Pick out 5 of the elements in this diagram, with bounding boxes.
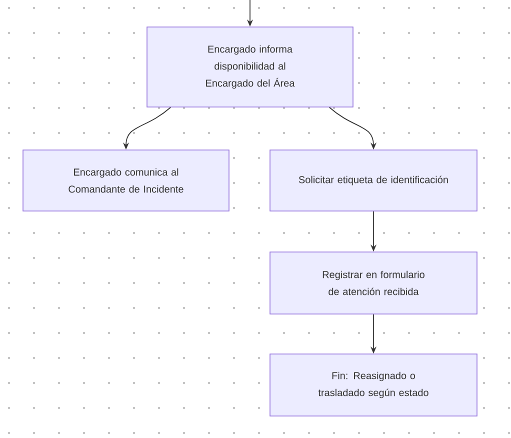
process-box: Encargado informa disponibilidad al Encargado del Área: [146, 26, 354, 108]
process-box: Registrar en formulario de atención recibida: [270, 252, 478, 314]
process-box: Fin: Reasignado o trasladado según estado: [270, 354, 478, 416]
process-box: Encargado comunica al Comandante de Incidente: [22, 150, 230, 212]
process-box: Solicitar etiqueta de identificación: [270, 150, 478, 212]
